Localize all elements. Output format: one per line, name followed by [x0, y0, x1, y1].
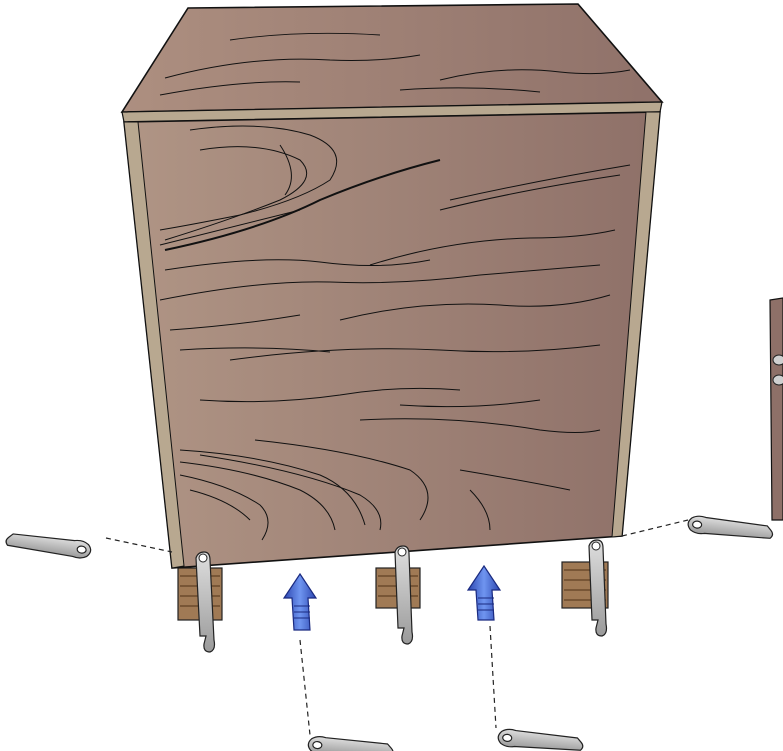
bracket-attached-left — [196, 552, 215, 652]
bracket-loose-bottom-2 — [497, 728, 583, 751]
crate-top-panel — [122, 4, 662, 112]
adjacent-crate — [770, 298, 783, 520]
bracket-attached-right — [589, 540, 607, 636]
bracket-attached-middle — [395, 546, 413, 644]
bracket-loose-right — [687, 515, 773, 541]
up-arrow-icon — [284, 574, 316, 630]
bracket-loose-bottom-1 — [308, 736, 394, 751]
crate-front-panel — [124, 112, 660, 568]
up-arrow-icon — [468, 566, 500, 620]
bracket-loose-left — [5, 530, 92, 559]
